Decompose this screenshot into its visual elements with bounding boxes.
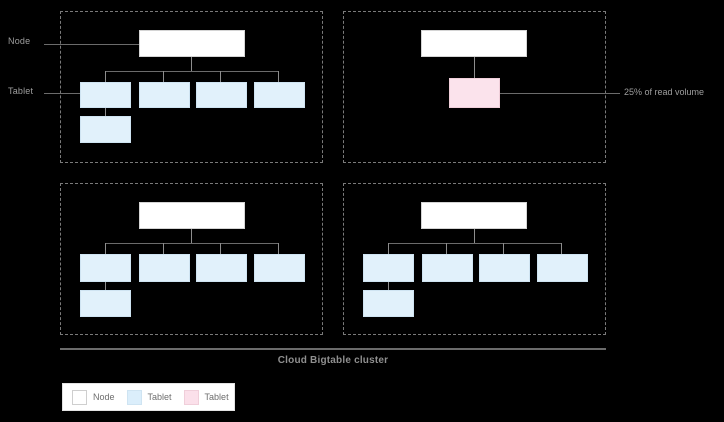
node-box	[139, 202, 245, 229]
tablet-drop-line	[278, 243, 279, 254]
legend-item-node: Node	[72, 389, 115, 405]
legend-label-tablet: Tablet	[147, 392, 172, 402]
legend-item-hot-tablet: Tablet	[183, 389, 229, 405]
tablet-child-line	[388, 282, 389, 290]
tablet-box	[363, 290, 414, 317]
node-box	[139, 30, 245, 57]
tablet-drop-line	[163, 71, 164, 82]
side-label-node: Node	[8, 36, 31, 46]
tablet-drop-line	[163, 243, 164, 254]
tablet-box	[254, 254, 305, 282]
tablet-box	[80, 82, 131, 108]
tablet-drop-line	[220, 243, 221, 254]
tablet-box	[80, 254, 131, 282]
node-panel-top-right	[343, 11, 606, 163]
hot-tablet-swatch-icon	[183, 389, 199, 405]
tablet-box	[80, 290, 131, 317]
tablet-box	[254, 82, 305, 108]
node-stem-line	[191, 229, 192, 243]
tablet-box	[479, 254, 530, 282]
hot-tablet-callout-label: 25% of read volume	[624, 87, 705, 97]
tablet-drop-line	[105, 243, 106, 254]
tablet-drop-line	[220, 71, 221, 82]
hot-tablet-box	[449, 78, 500, 108]
cluster-caption: Cloud Bigtable cluster	[277, 355, 389, 366]
tablet-bus-line	[105, 243, 278, 244]
hot-tablet-callout-line	[500, 93, 620, 94]
node-box	[421, 202, 527, 229]
node-box	[421, 30, 527, 57]
hot-tablet-stem-line	[474, 57, 475, 78]
tablet-drop-line	[105, 71, 106, 82]
tablet-box	[196, 254, 247, 282]
tablet-drop-line	[278, 71, 279, 82]
tablet-box	[422, 254, 473, 282]
tablet-bus-line	[105, 71, 278, 72]
legend-label-node: Node	[93, 392, 115, 402]
tablet-child-line	[105, 108, 106, 116]
node-panel-top-left	[60, 11, 323, 163]
tablet-box	[537, 254, 588, 282]
tablet-box	[139, 82, 190, 108]
tablet-child-line	[105, 282, 106, 290]
node-panel-bottom-left	[60, 183, 323, 335]
tablet-drop-line	[503, 243, 504, 254]
side-label-tablet: Tablet	[8, 86, 34, 96]
tablet-box	[196, 82, 247, 108]
tablet-box	[80, 116, 131, 143]
node-stem-line	[191, 57, 192, 71]
node-stem-line	[474, 229, 475, 243]
tablet-drop-line	[388, 243, 389, 254]
node-panel-bottom-right	[343, 183, 606, 335]
tablet-box	[363, 254, 414, 282]
tablet-swatch-icon	[126, 389, 142, 405]
tablet-label-leader-line	[44, 93, 81, 94]
cluster-rule	[60, 348, 606, 350]
tablet-box	[139, 254, 190, 282]
tablet-drop-line	[561, 243, 562, 254]
tablet-drop-line	[446, 243, 447, 254]
node-swatch-icon	[72, 389, 87, 405]
legend: Node Tablet Tablet	[62, 383, 235, 411]
tablet-bus-line	[388, 243, 561, 244]
legend-item-tablet: Tablet	[126, 389, 172, 405]
legend-label-hot-tablet: Tablet	[204, 392, 229, 402]
node-label-leader-line	[44, 44, 140, 45]
